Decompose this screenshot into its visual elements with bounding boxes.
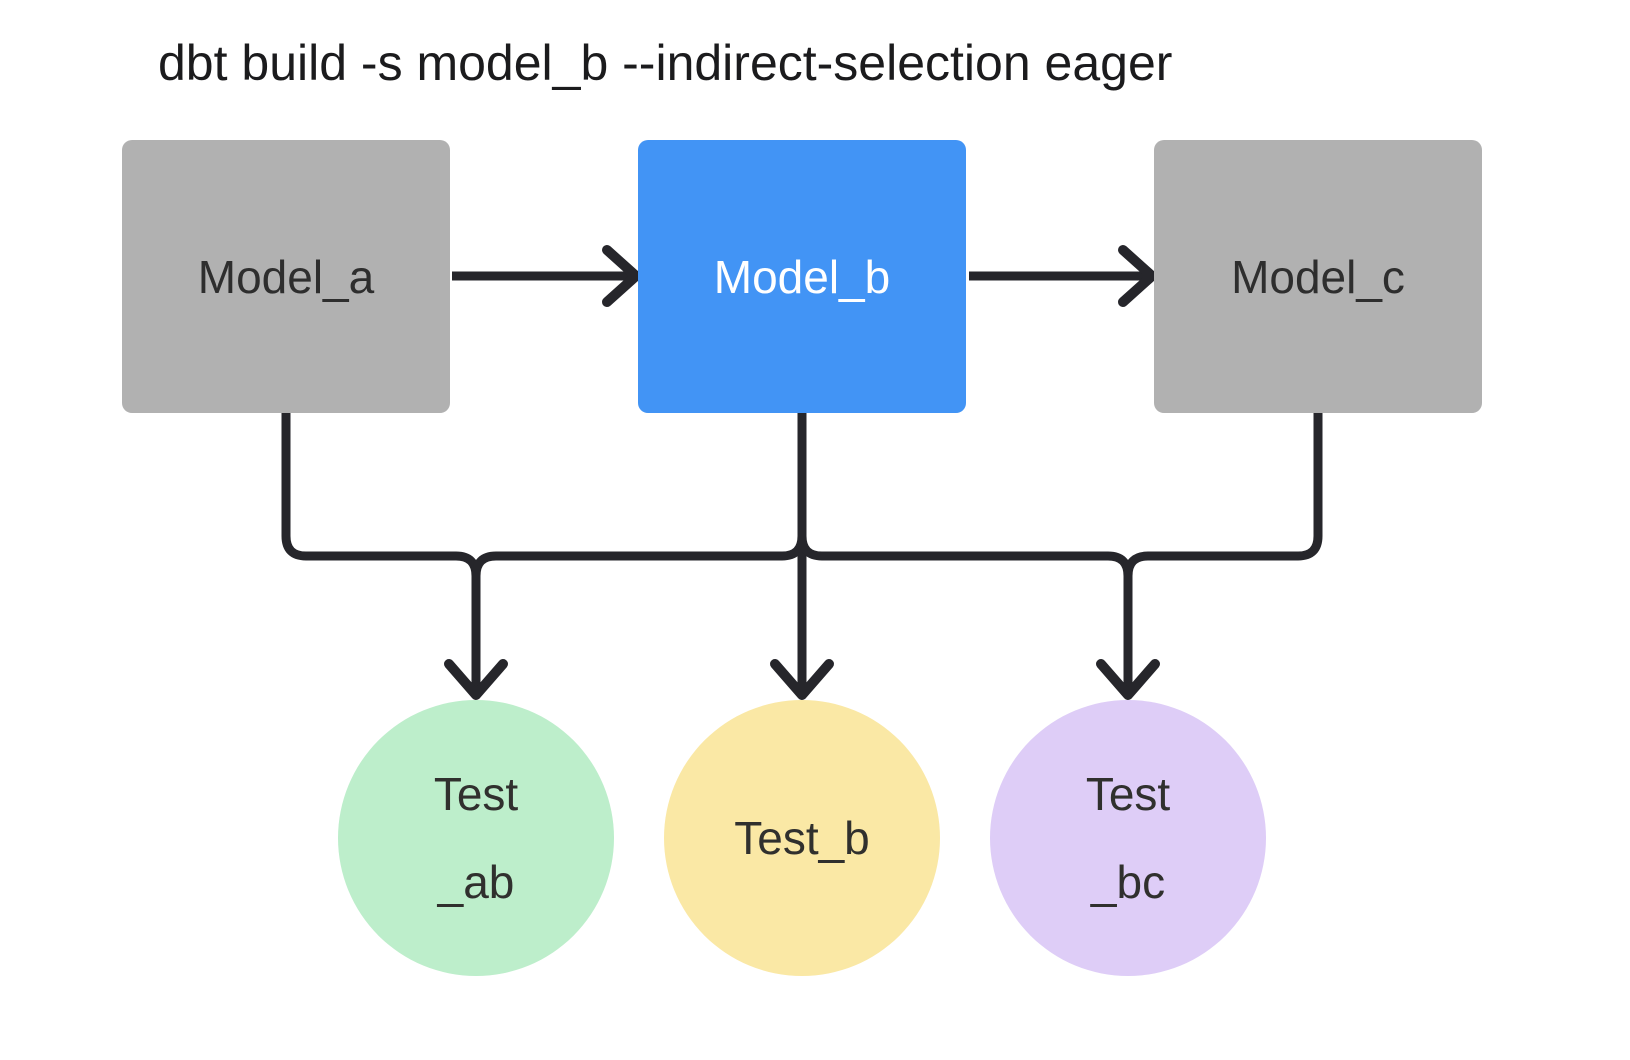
test-b-label: Test_b bbox=[734, 812, 870, 864]
edge-model-a-to-test-ab bbox=[281, 408, 481, 692]
edge-strokes bbox=[281, 245, 1323, 700]
edge-model-b-to-test-bc bbox=[797, 408, 1133, 692]
node-test-ab: Test _ab bbox=[338, 700, 614, 976]
test-bc-label-line-2: _bc bbox=[1090, 856, 1166, 908]
arrowhead-model-b bbox=[602, 245, 641, 307]
edge-model-c-to-test-bc bbox=[1123, 408, 1323, 692]
node-test-bc: Test _bc bbox=[990, 700, 1266, 976]
node-model-a: Model_a bbox=[122, 140, 450, 413]
arrowhead-test-ab bbox=[444, 659, 508, 700]
arrowhead-test-b bbox=[770, 659, 834, 700]
arrowhead-model-c bbox=[1118, 245, 1157, 307]
command-title: dbt build -s model_b --indirect-selectio… bbox=[158, 35, 1173, 91]
node-model-b-selected: Model_b bbox=[638, 140, 966, 413]
test-ab-label-line-1: Test bbox=[433, 768, 519, 820]
edge-model-b-to-test-ab bbox=[471, 408, 807, 692]
test-ab-label-line-2: _ab bbox=[437, 856, 515, 908]
model-a-label: Model_a bbox=[197, 250, 375, 303]
node-test-b: Test_b bbox=[664, 700, 940, 976]
test-bc-label-line-1: Test bbox=[1085, 768, 1171, 820]
model-c-label: Model_c bbox=[1231, 250, 1405, 303]
arrowhead-test-bc bbox=[1096, 659, 1160, 700]
model-b-label: Model_b bbox=[713, 250, 891, 303]
node-model-c: Model_c bbox=[1154, 140, 1482, 413]
